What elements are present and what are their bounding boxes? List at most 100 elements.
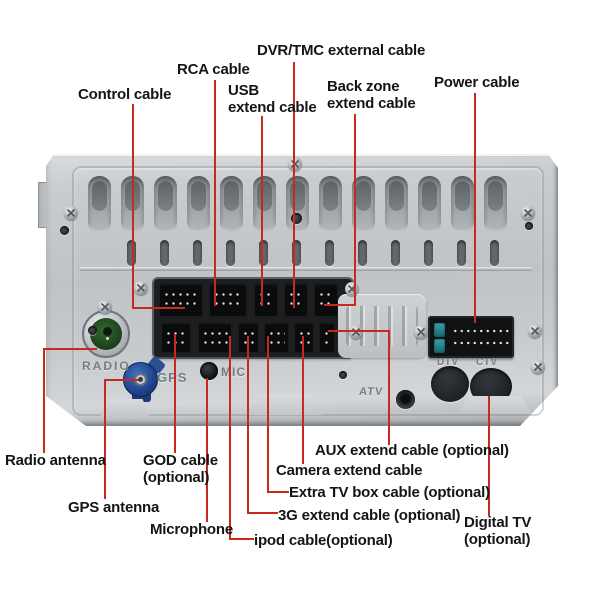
gps-engraving: GPS (157, 370, 188, 385)
mic-engraving: MIC (221, 365, 246, 379)
stamped-rib-plate (338, 294, 426, 358)
vent-slot (484, 176, 507, 233)
vent-oval (226, 240, 235, 266)
leader-line-rca (214, 80, 216, 306)
callout-usb-extend-cable: USB extend cable (228, 82, 317, 116)
vent-slot (286, 176, 309, 233)
callout-radio-antenna: Radio antenna (5, 452, 106, 469)
vent-slot (187, 176, 210, 233)
leader-line-microphone (206, 378, 208, 522)
vent-oval (457, 240, 466, 266)
radio-socket-pin (106, 337, 109, 340)
vent-oval (259, 240, 268, 266)
panel-hole (60, 226, 69, 235)
vent-slot (352, 176, 375, 233)
vent-slot (451, 176, 474, 233)
vent-oval (292, 240, 301, 266)
callout-extra-tv-box-cable: Extra TV box cable (optional) (289, 484, 490, 501)
panel-hole (88, 326, 97, 335)
ctv-engraving: CTV (476, 357, 498, 368)
callout-ipod-cable: ipod cable(optional) (254, 532, 393, 549)
phillips-screw (98, 300, 112, 314)
phillips-screw (345, 282, 359, 296)
leader-line-power (474, 93, 476, 323)
microphone-hole (200, 362, 218, 380)
leader-line-back-zone-elbow (324, 304, 356, 306)
stamped-foot (100, 399, 150, 417)
panel-hole (291, 213, 302, 224)
vent-oval (193, 240, 202, 266)
leader-line-digital-tv (488, 396, 490, 516)
callout-dvr-tmc-cable: DVR/TMC external cable (257, 42, 426, 59)
phillips-screw (288, 157, 302, 171)
phillips-screw (414, 325, 428, 339)
main-connector-block (154, 279, 352, 357)
panel-hole (525, 222, 533, 230)
radio-socket-hole (103, 327, 112, 336)
dtv-port-hole (431, 366, 469, 402)
leader-line-aux (388, 330, 390, 445)
power-cable-connector (428, 316, 514, 358)
leader-line-extra-tv-elbow (267, 491, 289, 493)
leader-line-radio (43, 348, 45, 453)
leader-line-control-elbow (132, 307, 185, 309)
panel-hole (339, 371, 347, 379)
fuse-indicator (434, 323, 445, 337)
vent-slot (418, 176, 441, 233)
callout-3g-extend-cable: 3G extend cable (optional) (278, 507, 461, 524)
vent-oval (424, 240, 433, 266)
leader-line-aux-elbow (328, 330, 390, 332)
leader-line-camera (302, 336, 304, 464)
gps-socket-pin (138, 377, 143, 382)
vent-oval (391, 240, 400, 266)
leader-line-back-zone (354, 114, 356, 306)
radio-engraving: RADIO (82, 359, 131, 373)
callout-aux-extend-cable: AUX extend cable (optional) (315, 442, 509, 459)
phillips-screw (521, 206, 535, 220)
stamped-foot (248, 395, 322, 415)
panel-stamped-outline (72, 166, 544, 416)
callout-god-cable: GOD cable (optional) (143, 452, 218, 486)
callout-gps-antenna: GPS antenna (68, 499, 160, 516)
phillips-screw (134, 281, 148, 295)
vent-oval (127, 240, 136, 266)
god-cable-connector (160, 321, 192, 354)
phillips-screw (531, 360, 545, 374)
aux-cable-connector (318, 321, 336, 354)
leader-line-usb (261, 116, 263, 306)
leader-line-3g (247, 336, 249, 514)
control-cable-connector (158, 282, 204, 318)
leader-line-radio-elbow (43, 348, 97, 350)
dvr-tmc-connector (283, 282, 309, 318)
fuse-indicator (434, 339, 445, 353)
leader-line-god (174, 334, 176, 453)
power-connector-pins (452, 325, 510, 350)
phillips-screw (349, 325, 363, 339)
vent-slot (253, 176, 276, 233)
vent-oval (160, 240, 169, 266)
leader-line-ipod-elbow (229, 538, 254, 540)
atv-engraving: ATV (358, 386, 384, 398)
vent-oval (490, 240, 499, 266)
usb-cable-connector (253, 282, 279, 318)
vent-oval (325, 240, 334, 266)
leader-line-ipod (229, 336, 231, 540)
back-zone-connector (313, 282, 339, 318)
panel-shelf-edge (80, 267, 532, 271)
leader-line-gps (104, 379, 106, 499)
phillips-screw (528, 324, 542, 338)
callout-microphone: Microphone (150, 521, 233, 538)
leader-line-dvr-tmc (293, 62, 295, 308)
phillips-screw (64, 206, 78, 220)
ipod-cable-connector (197, 321, 233, 354)
callout-rca-cable: RCA cable (177, 61, 250, 78)
vent-slot (154, 176, 177, 233)
callout-back-zone-cable: Back zone extend cable (327, 78, 416, 112)
callout-control-cable: Control cable (78, 86, 172, 103)
callout-camera-extend-cable: Camera extend cable (276, 462, 423, 479)
atv-antenna-jack (396, 390, 415, 409)
callout-digital-tv: Digital TV (optional) (464, 514, 532, 548)
vent-slot (385, 176, 408, 233)
vent-slot (88, 176, 111, 233)
